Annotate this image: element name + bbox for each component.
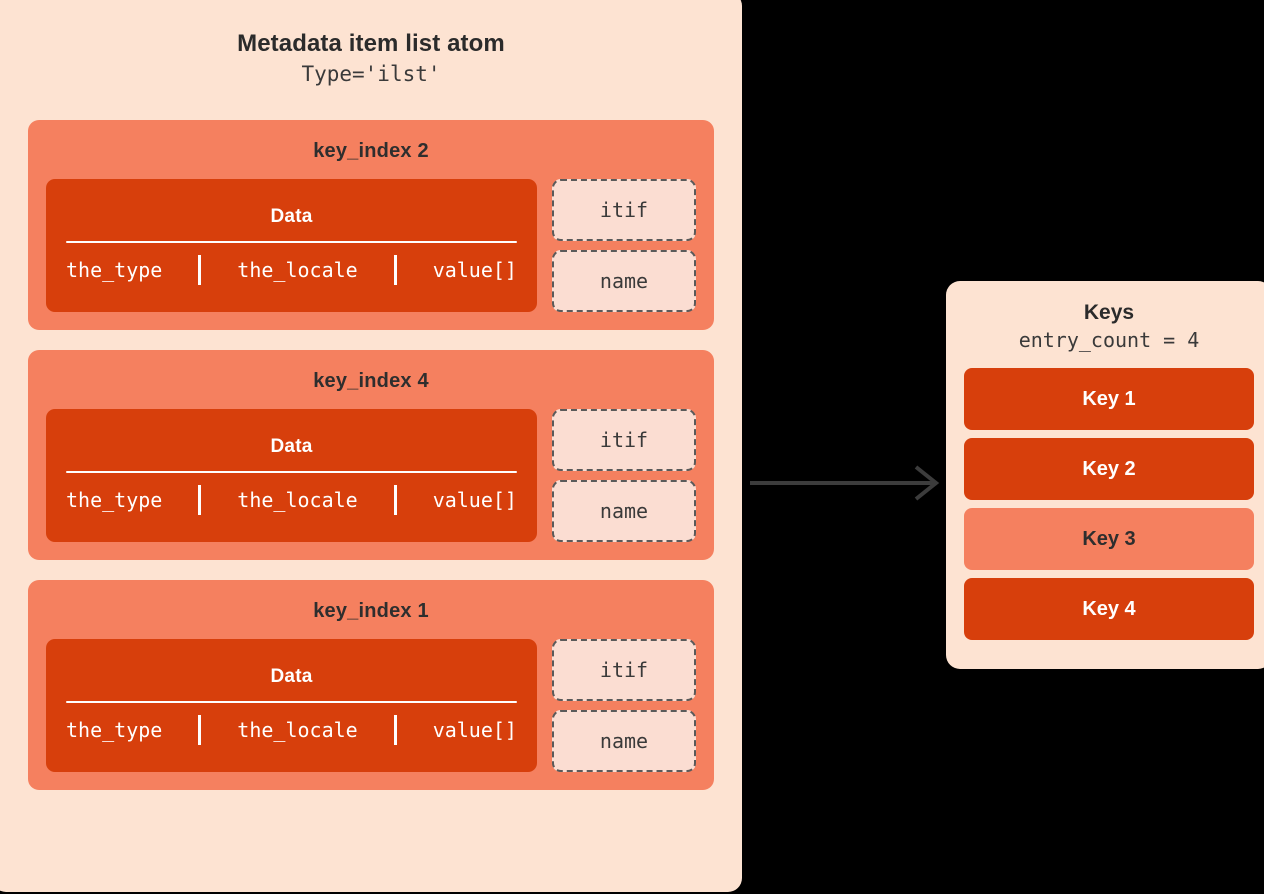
data-atom-heading: Data [270, 206, 313, 227]
panel-subtitle-type: Type='ilst' [301, 62, 441, 86]
data-atom-fields: the_type the_locale value[] [64, 485, 519, 515]
data-field-the-locale: the_locale [237, 488, 358, 512]
key-item-3[interactable]: Key 3 [964, 508, 1254, 570]
data-atom-heading: Data [270, 436, 313, 457]
data-atom-heading: Data [270, 666, 313, 687]
keys-panel-title: Keys [1083, 301, 1135, 324]
side-box-itif[interactable]: itif [552, 409, 696, 471]
data-field-value: value[] [432, 718, 517, 742]
data-atom-divider [66, 471, 517, 473]
data-atom-box[interactable]: Data the_type the_locale value[] [46, 179, 537, 312]
data-field-the-type: the_type [66, 258, 163, 282]
key-index-card[interactable]: key_index 2 Data the_type the_locale val… [28, 120, 714, 330]
key-item-2[interactable]: Key 2 [964, 438, 1254, 500]
side-box-group: itif name [552, 179, 696, 312]
key-index-card[interactable]: key_index 4 Data the_type the_locale val… [28, 350, 714, 560]
data-atom-divider [66, 241, 517, 243]
data-atom-fields: the_type the_locale value[] [64, 715, 519, 745]
data-atom-box[interactable]: Data the_type the_locale value[] [46, 639, 537, 772]
key-index-card-body: Data the_type the_locale value[] itif na… [46, 639, 696, 772]
field-separator [198, 255, 202, 285]
side-box-group: itif name [552, 639, 696, 772]
data-atom-divider [66, 701, 517, 703]
key-index-card-body: Data the_type the_locale value[] itif na… [46, 409, 696, 542]
data-field-value: value[] [432, 488, 517, 512]
side-box-name[interactable]: name [552, 480, 696, 542]
data-field-the-type: the_type [66, 718, 163, 742]
side-box-itif[interactable]: itif [552, 639, 696, 701]
key-index-card-list: key_index 2 Data the_type the_locale val… [28, 120, 714, 790]
page-title: Metadata item list atom [237, 30, 505, 57]
side-box-name[interactable]: name [552, 710, 696, 772]
side-box-group: itif name [552, 409, 696, 542]
field-separator [393, 485, 397, 515]
keys-entry-count: entry_count = 4 [1018, 328, 1200, 352]
arrow-right-icon [750, 465, 940, 501]
key-item-1[interactable]: Key 1 [964, 368, 1254, 430]
data-atom-fields: the_type the_locale value[] [64, 255, 519, 285]
data-atom-box[interactable]: Data the_type the_locale value[] [46, 409, 537, 542]
data-field-the-locale: the_locale [237, 258, 358, 282]
key-index-card-title: key_index 1 [313, 600, 429, 622]
keys-panel: Keys entry_count = 4 Key 1 Key 2 Key 3 K… [946, 281, 1264, 669]
field-separator [393, 715, 397, 745]
field-separator [198, 485, 202, 515]
key-index-card-title: key_index 4 [313, 370, 429, 392]
side-box-itif[interactable]: itif [552, 179, 696, 241]
field-separator [198, 715, 202, 745]
field-separator [393, 255, 397, 285]
key-index-card[interactable]: key_index 1 Data the_type the_locale val… [28, 580, 714, 790]
key-item-4[interactable]: Key 4 [964, 578, 1254, 640]
key-index-card-title: key_index 2 [313, 140, 429, 162]
keys-list: Key 1 Key 2 Key 3 Key 4 [964, 368, 1254, 640]
key-index-card-body: Data the_type the_locale value[] itif na… [46, 179, 696, 312]
data-field-value: value[] [432, 258, 517, 282]
metadata-item-list-atom-panel: Metadata item list atom Type='ilst' key_… [0, 0, 742, 892]
data-field-the-locale: the_locale [237, 718, 358, 742]
side-box-name[interactable]: name [552, 250, 696, 312]
data-field-the-type: the_type [66, 488, 163, 512]
